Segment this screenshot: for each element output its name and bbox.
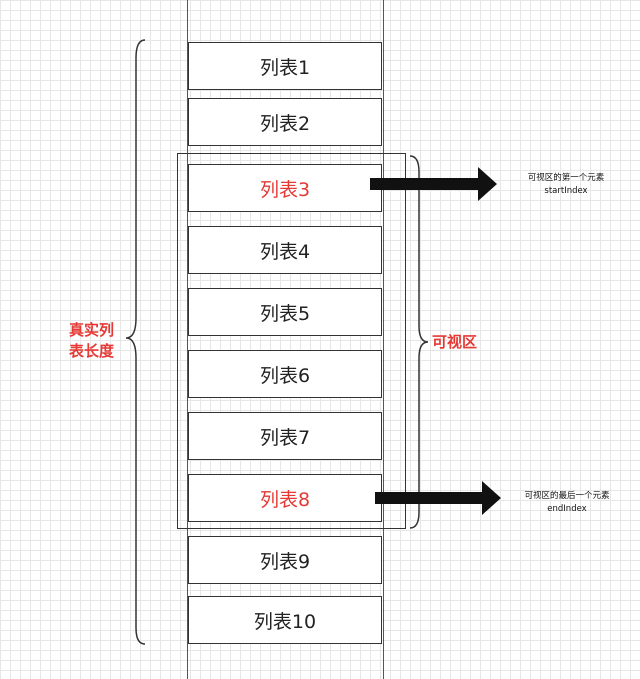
total-length-brace: [125, 39, 146, 645]
list-item-6: 列表6: [188, 350, 382, 398]
list-item-2: 列表2: [188, 98, 382, 146]
list-item-label: 列表6: [259, 364, 311, 387]
list-item-label: 列表8: [259, 488, 311, 511]
list-item-label: 列表10: [253, 610, 317, 633]
list-item-label: 列表9: [259, 550, 311, 573]
total-length-label: 真实列 表长度: [69, 320, 114, 362]
start-index-arrow: [370, 167, 497, 201]
list-column-right-line: [383, 0, 384, 679]
list-item-5: 列表5: [188, 288, 382, 336]
list-item-label: 列表4: [259, 240, 311, 263]
list-item-label: 列表1: [259, 56, 311, 79]
list-item-7: 列表7: [188, 412, 382, 460]
end-index-name: endIndex: [547, 504, 587, 514]
viewport-brace: [409, 155, 429, 529]
list-item-9: 列表9: [188, 536, 382, 584]
start-annotation-title: 可视区的第一个元素: [527, 173, 605, 183]
total-length-label-line1: 真实列: [69, 321, 115, 339]
total-length-label-line2: 表长度: [69, 342, 115, 360]
list-item-1: 列表1: [188, 42, 382, 90]
list-item-8-end: 列表8: [188, 474, 382, 522]
list-item-label: 列表7: [259, 426, 311, 449]
viewport-frame: [177, 153, 406, 529]
list-item-label: 列表5: [259, 302, 311, 325]
end-index-arrow: [375, 481, 501, 515]
list-item-label: 列表3: [259, 178, 311, 201]
list-item-4: 列表4: [188, 226, 382, 274]
viewport-label: 可视区: [432, 333, 478, 351]
list-item-label: 列表2: [259, 112, 311, 135]
start-index-name: startIndex: [544, 186, 588, 196]
list-item-10: 列表10: [188, 596, 382, 644]
end-annotation-title: 可视区的最后一个元素: [524, 491, 610, 501]
list-column-left-line: [187, 0, 188, 679]
end-index-annotation: 可视区的最后一个元素 endIndex: [499, 490, 635, 516]
start-index-annotation: 可视区的第一个元素 startIndex: [503, 172, 629, 198]
